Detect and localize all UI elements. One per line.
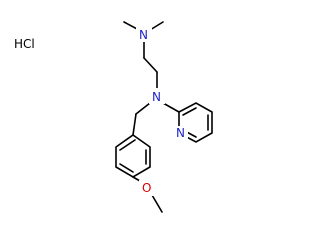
bond-benzyl-ring bbox=[132, 113, 137, 136]
bond-methyl-right bbox=[149, 21, 164, 31]
benzene-double-1 bbox=[119, 139, 136, 151]
ether-o-bg bbox=[139, 180, 155, 196]
pyridine-n-label: N bbox=[176, 126, 185, 140]
pyridine-n-bg bbox=[172, 126, 188, 140]
amine-n-top-label: N bbox=[139, 28, 148, 42]
bond-n-benzyl bbox=[135, 102, 151, 115]
amine-n-center-label: N bbox=[152, 90, 161, 104]
bond-ethyl-1 bbox=[143, 57, 158, 73]
structure-canvas: HCl N N N O bbox=[14, 21, 213, 213]
ether-o-label: O bbox=[142, 181, 151, 195]
molecule-diagram: HCl N N N O bbox=[14, 21, 213, 213]
bond-oxygen-methyl bbox=[151, 194, 163, 213]
benzene-double-3 bbox=[119, 163, 134, 173]
amine-n-center-bg bbox=[149, 88, 165, 104]
bond-n-pyridyl bbox=[162, 102, 180, 113]
amine-n-top-bg bbox=[136, 26, 152, 42]
hcl-label: HCl bbox=[14, 37, 35, 51]
pyridine-double-1 bbox=[182, 107, 197, 116]
